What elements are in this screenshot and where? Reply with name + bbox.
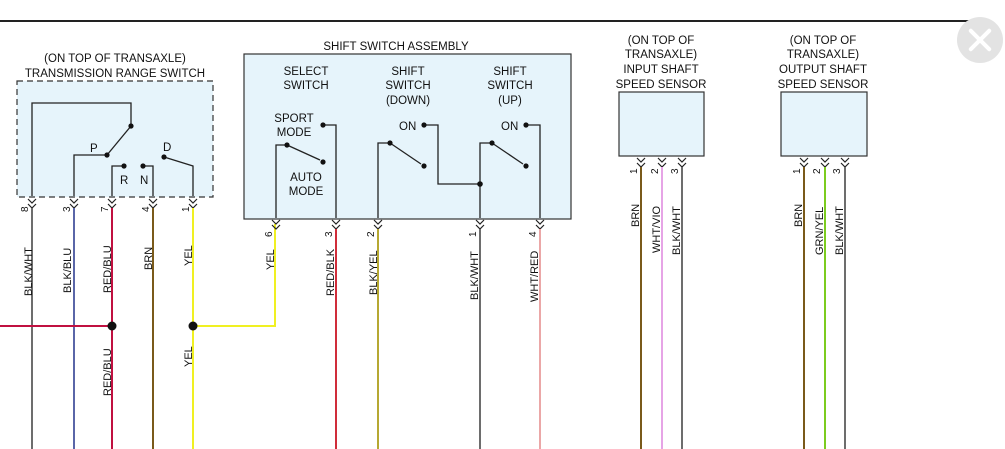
- ssa-pin-number: 6: [264, 231, 275, 237]
- ssa-label: (DOWN): [386, 95, 430, 107]
- ssa-pin-number: 4: [528, 231, 539, 237]
- ssa-label: SHIFT: [391, 66, 424, 78]
- ssa-label: SPORT: [274, 113, 313, 125]
- ssa-pin-number: 2: [366, 231, 377, 237]
- ssa-title: SHIFT SWITCH ASSEMBLY: [323, 41, 469, 53]
- trs-position-d: D: [163, 142, 171, 154]
- input-sensor-pin: 1: [629, 168, 640, 174]
- output-sensor-pin: 1: [792, 168, 803, 174]
- ssa-internal-wiring: [275, 124, 541, 218]
- ssa-label: ON: [501, 121, 518, 133]
- ssa-pin-number: 1: [468, 231, 479, 237]
- trs-pin-number: 4: [141, 206, 152, 212]
- output-sensor-pin: 3: [832, 168, 843, 174]
- input-sensor-label: SPEED SENSOR: [616, 79, 707, 91]
- lower-wire-label: YEL: [183, 346, 195, 367]
- output-sensor-chevrons: [799, 157, 850, 168]
- ssa-contact-dots: [284, 122, 529, 187]
- trs-connector-chevrons: [27, 198, 198, 209]
- ssa-wire-label: YEL: [265, 249, 277, 270]
- ssa-wire-label: RED/BLK: [325, 248, 337, 296]
- output-sensor-label: (ON TOP OF: [790, 35, 856, 47]
- input-sensor-chevrons: [636, 157, 687, 168]
- trs-wire-label: BLK/WHT: [23, 247, 35, 296]
- input-sensor-label: INPUT SHAFT: [623, 64, 698, 76]
- ssa-label: ON: [399, 121, 416, 133]
- input-sensor-wires: [640, 167, 683, 449]
- input-sensor-wire-label: BLK/WHT: [671, 206, 683, 255]
- output-sensor-wire-label: GRN/YEL: [814, 207, 826, 255]
- ssa-label: MODE: [289, 186, 324, 198]
- input-sensor-label: TRANSAXLE): [625, 49, 697, 61]
- ssa-wire-label: WHT/RED: [529, 251, 541, 302]
- trs-position-p: P: [90, 143, 98, 155]
- ssa-box: [243, 53, 572, 220]
- trs-position-r: R: [120, 175, 128, 187]
- output-shaft-speed-sensor: (ON TOP OF TRANSAXLE) OUTPUT SHAFT SPEED…: [778, 35, 869, 174]
- ssa-pin-number: 3: [324, 231, 335, 237]
- ssa-label: SWITCH: [283, 80, 328, 92]
- ssa-label: MODE: [277, 127, 312, 139]
- trs-wire-label: RED/BLU: [102, 245, 114, 293]
- trs-wire-label: BRN: [143, 247, 155, 270]
- trs-switch-contacts: [31, 102, 194, 196]
- input-sensor-label: (ON TOP OF: [628, 35, 694, 47]
- trs-wire-label: BLK/BLU: [62, 248, 74, 293]
- ssa-label: SWITCH: [487, 80, 532, 92]
- input-sensor-box: [618, 91, 705, 157]
- trs-wire-label: YEL: [183, 245, 195, 266]
- output-sensor-label: SPEED SENSOR: [778, 79, 869, 91]
- input-sensor-pin: 2: [650, 168, 661, 174]
- output-sensor-pin: 2: [812, 168, 823, 174]
- trs-pin-number: 1: [181, 206, 192, 212]
- trs-pin-number: 3: [62, 206, 73, 212]
- transmission-range-switch: (ON TOP OF TRANSAXLE) TRANSMISSION RANGE…: [16, 53, 214, 212]
- trs-wires: [0, 208, 276, 449]
- input-sensor-wire-label: BRN: [630, 204, 642, 227]
- output-sensor-wire-label: BLK/WHT: [834, 206, 846, 255]
- splice-dot: [107, 321, 117, 331]
- output-sensor-wires: [803, 167, 846, 449]
- wire-yel-branch: [193, 224, 276, 327]
- ssa-label: (UP): [498, 95, 522, 107]
- output-sensor-box: [780, 91, 868, 157]
- ssa-wire-label: BLK/WHT: [469, 251, 481, 300]
- input-sensor-wire-label: WHT/VIO: [651, 206, 663, 253]
- trs-box: [16, 80, 214, 198]
- output-sensor-label: OUTPUT SHAFT: [779, 64, 867, 76]
- lower-wire-label: RED/BLU: [102, 348, 114, 396]
- ssa-label: SELECT: [284, 66, 329, 78]
- trs-contact-dots: [104, 123, 167, 169]
- input-sensor-pin: 3: [670, 168, 681, 174]
- ssa-label: SHIFT: [493, 66, 526, 78]
- ssa-connector-chevrons: [271, 219, 545, 230]
- output-sensor-wire-label: BRN: [793, 204, 805, 227]
- input-shaft-speed-sensor: (ON TOP OF TRANSAXLE) INPUT SHAFT SPEED …: [616, 35, 707, 174]
- shift-switch-assembly: SHIFT SWITCH ASSEMBLY SELECT SWITCH SHIF…: [243, 41, 572, 237]
- ssa-wire-label: BLK/YEL: [368, 250, 380, 295]
- ssa-label: SWITCH: [385, 80, 430, 92]
- trs-location-label: (ON TOP OF TRANSAXLE): [44, 53, 186, 65]
- splice-dot: [188, 321, 198, 331]
- splice-dots: [107, 321, 198, 331]
- close-icon[interactable]: [957, 17, 1003, 63]
- trs-pin-number: 8: [20, 206, 31, 212]
- trs-position-n: N: [140, 175, 148, 187]
- trs-title-label: TRANSMISSION RANGE SWITCH: [25, 68, 205, 80]
- trs-pin-number: 7: [100, 206, 111, 212]
- ssa-wires: [335, 229, 541, 449]
- output-sensor-label: TRANSAXLE): [787, 49, 859, 61]
- ssa-label: AUTO: [290, 172, 322, 184]
